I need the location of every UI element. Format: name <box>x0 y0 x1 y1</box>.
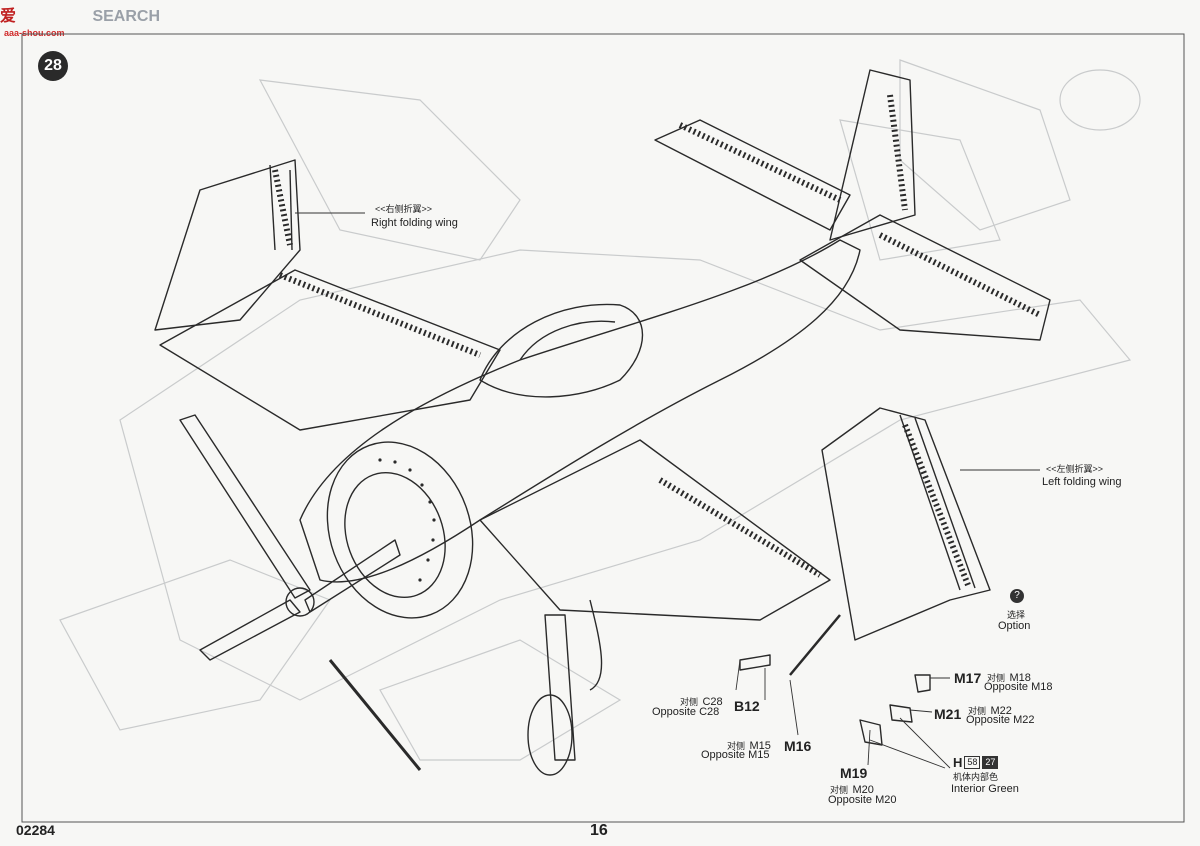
part-m15-group: 对侧 M15 <box>727 740 771 752</box>
cowling-rivets <box>378 458 436 582</box>
wing-hatching <box>272 94 1042 587</box>
background-ghost-drawing <box>59 59 1141 761</box>
right-wing-label: Right folding wing <box>371 217 458 229</box>
page-number: 16 <box>590 822 608 839</box>
left-wing-label: Left folding wing <box>1042 476 1122 488</box>
part-m20-group: 对侧 M20 <box>830 784 874 796</box>
interior-color-label: Interior Green <box>951 783 1019 795</box>
right-wing-label-cn: <<右侧折翼>> <box>375 204 433 214</box>
part-c28-opposite: Opposite C28 <box>652 706 720 718</box>
main-aircraft-lines <box>154 69 1051 776</box>
interior-color-cn: 机体内部色 <box>953 772 999 782</box>
part-m21: M21 <box>934 706 962 722</box>
step-number-badge: 28 <box>38 51 68 81</box>
part-m19: M19 <box>840 765 868 781</box>
watermark-logo: 爱 SEARCH <box>0 8 161 25</box>
option-icon: ? <box>1010 589 1024 603</box>
part-c28-group: 对侧 C28 <box>680 696 723 708</box>
kit-number: 02284 <box>16 822 55 838</box>
part-m18-group: 对侧 M18 <box>987 672 1031 684</box>
page-frame <box>21 33 1185 823</box>
part-m17: M17 <box>954 670 982 686</box>
part-b12: B12 <box>734 698 760 714</box>
part-m22-opposite: Opposite M22 <box>966 714 1035 726</box>
option-label: Option <box>998 620 1031 632</box>
part-m15-opposite: Opposite M15 <box>701 749 770 761</box>
part-m22-group: 对侧 M22 <box>968 705 1012 717</box>
option-label-cn: 选择 <box>1007 610 1026 620</box>
left-wing-label-cn: <<左侧折翼>> <box>1046 464 1104 474</box>
part-m16: M16 <box>784 738 812 754</box>
part-m18-opposite: Opposite M18 <box>984 681 1053 693</box>
watermark-url: aaa-shou.com <box>4 28 65 38</box>
leader-lines <box>295 212 1040 769</box>
part-m20-opposite: Opposite M20 <box>828 794 897 806</box>
